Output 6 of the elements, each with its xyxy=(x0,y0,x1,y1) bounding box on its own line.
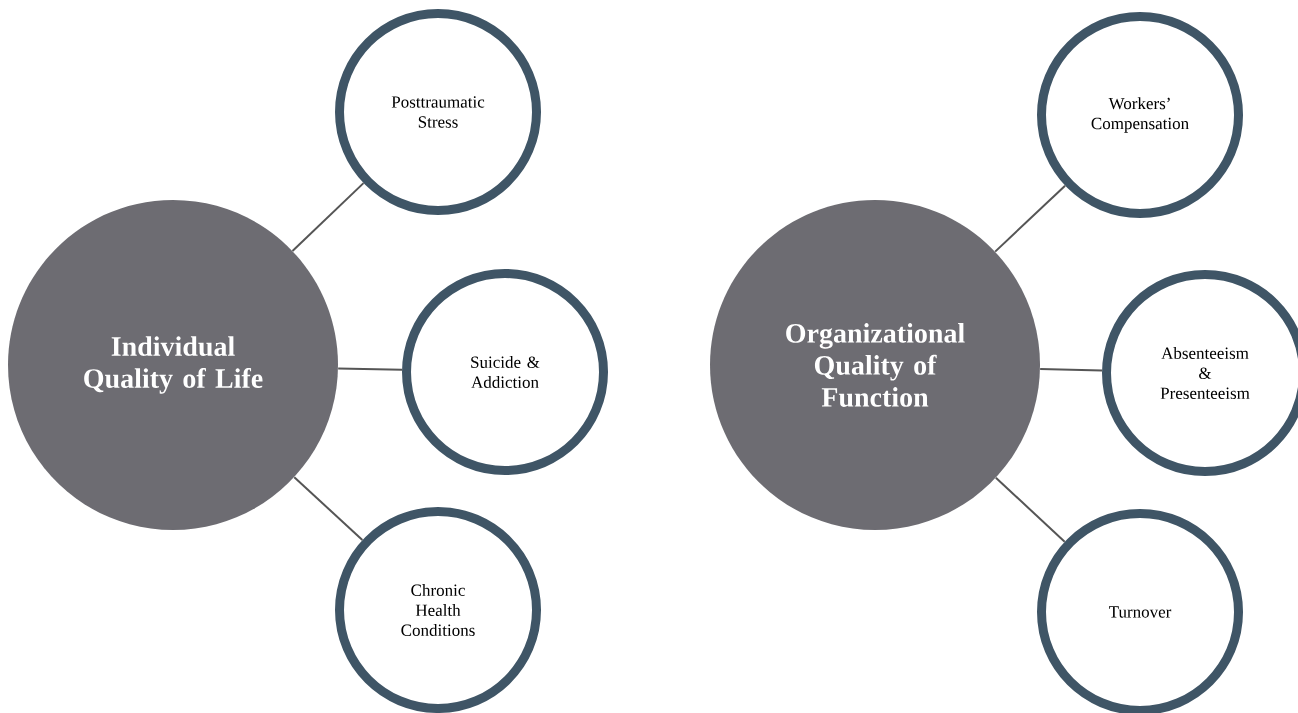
connector-line xyxy=(994,184,1067,253)
connector-line xyxy=(291,182,365,252)
connector-line xyxy=(337,367,404,371)
connector-line xyxy=(293,476,364,542)
connector-line xyxy=(994,476,1066,543)
connector-line xyxy=(1039,368,1104,372)
